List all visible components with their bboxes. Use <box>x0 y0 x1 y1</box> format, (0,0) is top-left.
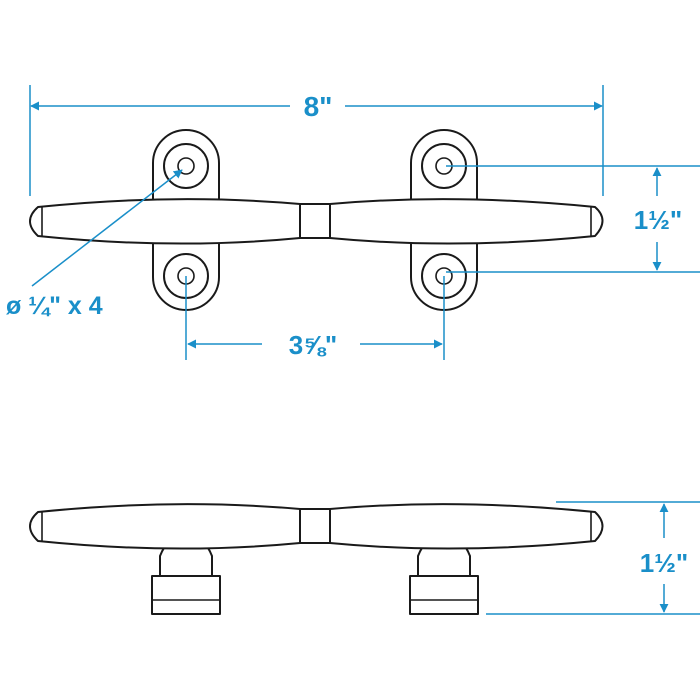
side-view <box>29 503 604 615</box>
hole-callout: ø ¼" x 4 <box>6 169 183 320</box>
hole-callout-label: ø ¼" x 4 <box>6 292 103 320</box>
top-view <box>29 129 604 311</box>
cleat-horn-side <box>29 503 604 550</box>
hole-spacing-dimension: 3⅝" <box>185 276 445 360</box>
side-height-dimension: 1½" <box>486 501 700 615</box>
mounting-hole-top-left <box>163 143 209 189</box>
hole-spacing-label: 3⅝" <box>289 330 337 360</box>
base-height-dimension-top: 1½" <box>446 165 700 273</box>
cleat-horn-top <box>29 198 604 245</box>
left-foot <box>151 575 221 615</box>
side-height-label: 1½" <box>640 548 688 578</box>
right-foot <box>409 575 479 615</box>
overall-length-dimension: 8" <box>29 85 604 196</box>
base-height-top-label: 1½" <box>634 205 682 235</box>
overall-length-label: 8" <box>304 91 333 122</box>
